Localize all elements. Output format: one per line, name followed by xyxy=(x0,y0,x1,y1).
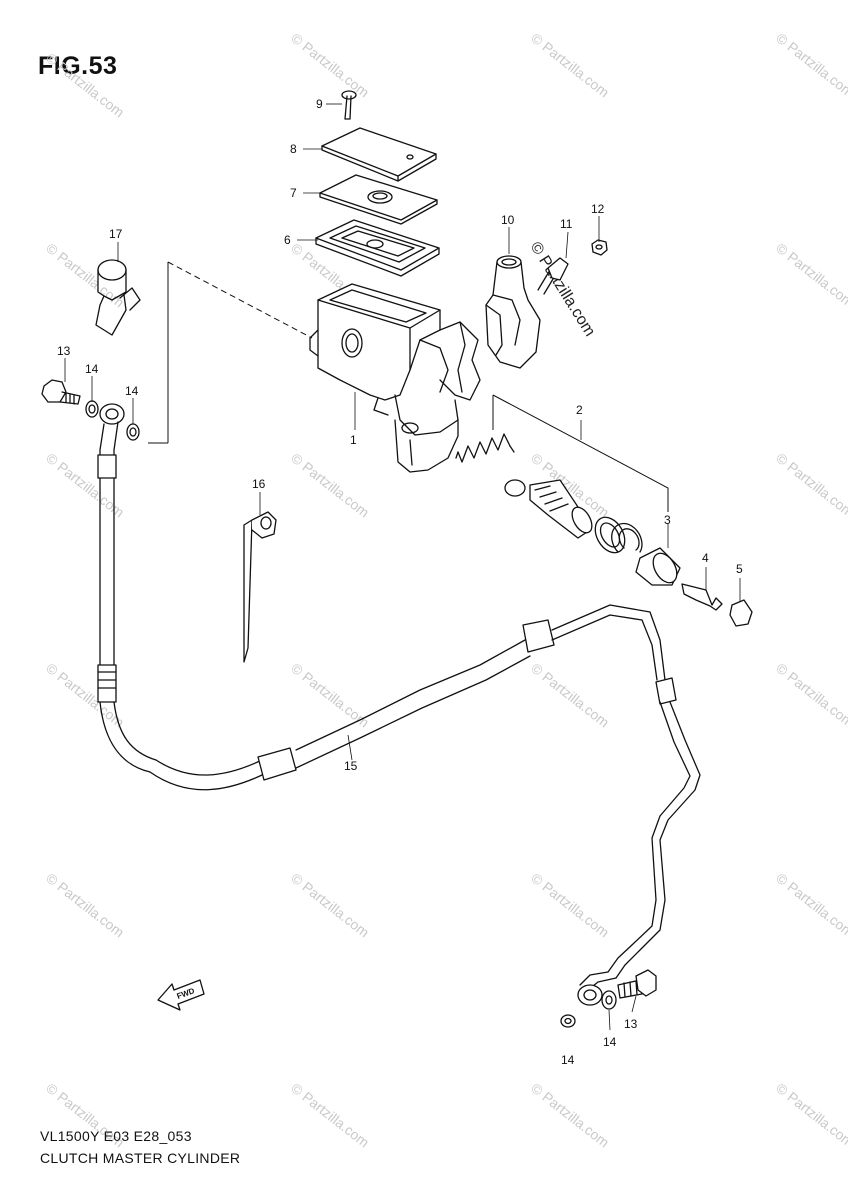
callout-9: 9 xyxy=(316,97,323,111)
callout-16: 16 xyxy=(252,477,266,491)
callout-3: 3 xyxy=(664,513,671,527)
part-gasket-top-2 xyxy=(126,423,140,441)
callout-10: 10 xyxy=(501,213,515,227)
callout-17: 17 xyxy=(109,227,123,241)
watermark-text: © Partzilla.com xyxy=(288,870,372,941)
callout-8: 8 xyxy=(290,142,297,156)
watermark-text: © Partzilla.com xyxy=(43,50,127,121)
part-diaphragm xyxy=(315,219,440,277)
part-gasket-bottom-2 xyxy=(601,990,617,1010)
callout-13-bottom: 13 xyxy=(624,1017,638,1031)
part-clamp xyxy=(485,255,541,369)
part-screw xyxy=(341,90,357,120)
watermark-layer: © Partzilla.com © Partzilla.com © Partzi… xyxy=(43,30,848,1151)
watermark-text: © Partzilla.com xyxy=(288,30,372,101)
callout-5: 5 xyxy=(736,562,743,576)
watermark-dark-text: © Partzilla.com xyxy=(527,239,599,339)
figure-title: FIG.53 xyxy=(38,52,118,80)
part-union-bolt-top xyxy=(41,379,81,405)
callout-14-top-1: 14 xyxy=(85,362,99,376)
watermark-text: © Partzilla.com xyxy=(43,870,127,941)
callout-1: 1 xyxy=(350,433,357,447)
assembly-bracket-lines xyxy=(148,261,669,512)
part-gasket-top-1 xyxy=(85,400,99,418)
callout-7: 7 xyxy=(290,186,297,200)
callout-13-top: 13 xyxy=(57,344,71,358)
watermark-text: © Partzilla.com xyxy=(528,660,612,731)
callout-labels: 9 8 7 6 1 2 3 4 5 10 11 12 13 14 14 15 1… xyxy=(57,97,743,1067)
callout-14-bottom-2: 14 xyxy=(561,1053,575,1067)
callout-11: 11 xyxy=(560,217,573,231)
watermark-text: © Partzilla.com xyxy=(528,870,612,941)
watermark-text: © Partzilla.com xyxy=(773,1080,848,1151)
callout-6: 6 xyxy=(284,233,291,247)
watermark-text: © Partzilla.com xyxy=(773,450,848,521)
model-code: VL1500Y E03 E28_053 xyxy=(40,1128,192,1144)
part-push-rod xyxy=(681,583,723,611)
callout-14-bottom-1: 14 xyxy=(603,1035,617,1049)
callout-14-top-2: 14 xyxy=(125,384,139,398)
callout-4: 4 xyxy=(702,551,709,565)
watermark-text: © Partzilla.com xyxy=(773,30,848,101)
callout-2: 2 xyxy=(576,403,583,417)
part-cable-tie xyxy=(243,511,277,663)
part-master-cylinder-body xyxy=(309,283,481,473)
watermark-text: © Partzilla.com xyxy=(773,240,848,311)
part-union-bolt-bottom xyxy=(617,969,657,999)
forward-arrow-icon xyxy=(157,979,205,1011)
part-plate xyxy=(319,174,438,225)
part-lock-nut xyxy=(729,599,753,627)
diagram-name: CLUTCH MASTER CYLINDER xyxy=(40,1150,241,1166)
part-piston-assembly xyxy=(455,433,643,554)
part-boot xyxy=(635,547,681,586)
part-hose-cover xyxy=(95,259,141,336)
leader-lines xyxy=(64,103,741,1031)
watermark-text: © Partzilla.com xyxy=(773,870,848,941)
part-nut xyxy=(591,239,608,256)
callout-15: 15 xyxy=(344,759,358,773)
watermark-text: © Partzilla.com xyxy=(288,450,372,521)
watermark-text: © Partzilla.com xyxy=(528,1080,612,1151)
part-clutch-hose xyxy=(97,403,701,1006)
watermark-text: © Partzilla.com xyxy=(773,660,848,731)
part-gasket-bottom-1 xyxy=(560,1014,576,1028)
watermark-text: © Partzilla.com xyxy=(528,30,612,101)
part-bolt xyxy=(537,257,569,295)
watermark-text: © Partzilla.com xyxy=(288,1080,372,1151)
callout-12: 12 xyxy=(591,202,605,216)
part-reservoir-cap xyxy=(321,127,437,182)
